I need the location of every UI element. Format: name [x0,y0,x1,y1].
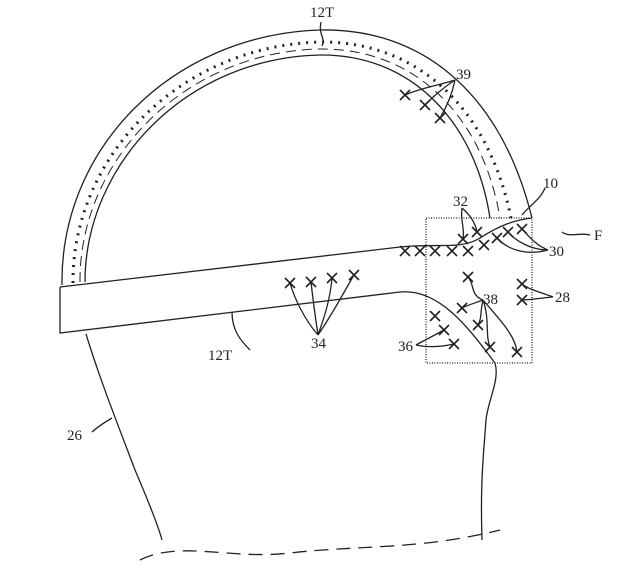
top-strap [61,29,533,286]
label-26: 26 [67,428,83,444]
side-strap [59,217,533,364]
label-f: F [594,228,602,244]
sensor-x-mark [446,245,458,257]
sensor-x-mark [414,245,426,257]
label-38: 38 [483,292,498,308]
sensor-x-mark [429,310,441,322]
leader-lines [91,21,591,433]
label-34: 34 [311,336,327,352]
label-strap-top: 12T [310,5,334,21]
label-strap-side: 12T [208,348,232,364]
face-profile [480,362,497,541]
head-outline [85,333,163,541]
sensor-marks [284,89,528,358]
label-39: 39 [456,67,471,83]
sensor-x-mark [399,245,411,257]
label-30: 30 [549,244,564,260]
sensor-x-mark [429,245,441,257]
label-36: 36 [398,339,414,355]
label-32: 32 [453,194,468,210]
sensor-x-mark [462,245,474,257]
label-28: 28 [555,290,570,306]
sensor-x-mark [478,239,490,251]
label-10: 10 [543,176,558,192]
device-box [425,217,533,364]
neck-line [139,529,501,561]
